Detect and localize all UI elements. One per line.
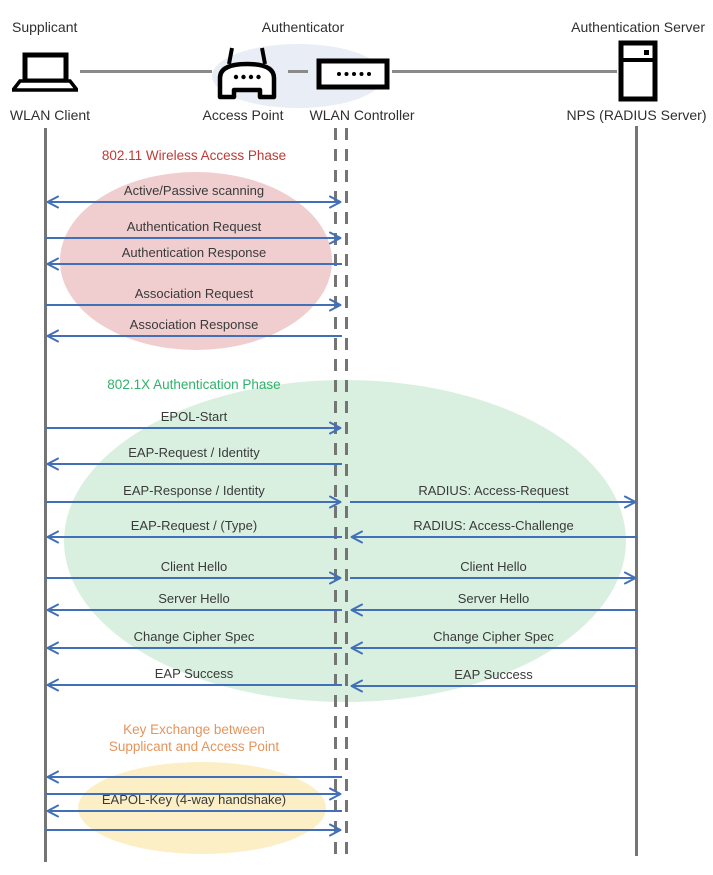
lifeline-wlan-controller xyxy=(345,128,348,856)
message-label: RADIUS: Access-Challenge xyxy=(413,518,574,533)
message-arrow-left xyxy=(46,257,342,271)
message-arrow-left xyxy=(350,679,637,693)
message-arrow-right xyxy=(46,787,342,801)
phase-title-8021x: 802.1X Authentication Phase xyxy=(107,377,281,392)
message-arrow-left xyxy=(46,770,342,784)
message-label: RADIUS: Access-Request xyxy=(418,483,569,498)
message-label: EAP Success xyxy=(454,667,533,682)
node-label-access-point: Access Point xyxy=(202,107,284,123)
message-arrow-left xyxy=(46,530,342,544)
connector-line xyxy=(80,70,212,73)
message-arrow-both xyxy=(46,195,342,209)
message-arrow-right xyxy=(46,823,342,837)
message-label: EAPOL-Key (4-way handshake) xyxy=(101,792,287,807)
message-label: EAP Success xyxy=(154,666,234,681)
node-label-wlan-controller: WLAN Controller xyxy=(309,107,415,123)
message-label: Association Response xyxy=(129,317,259,332)
message-label: EAP-Response / Identity xyxy=(123,483,265,498)
message-label: Active/Passive scanning xyxy=(123,183,265,198)
phase-title-80211: 802.11 Wireless Access Phase xyxy=(101,148,287,163)
message-label: Client Hello xyxy=(160,559,228,574)
server-icon xyxy=(618,40,658,102)
laptop-icon xyxy=(12,52,78,92)
message-arrow-left xyxy=(46,678,342,692)
message-arrow-left xyxy=(46,641,342,655)
role-label-authenticator: Authenticator xyxy=(261,19,345,35)
message-label: Client Hello xyxy=(460,559,527,574)
connector-line xyxy=(392,70,617,73)
message-label: EAP-Request / Identity xyxy=(128,445,260,460)
message-label: EPOL-Start xyxy=(160,409,228,424)
role-label-authentication-server: Authentication Server xyxy=(571,19,705,35)
message-label: Server Hello xyxy=(457,591,530,606)
message-arrow-left xyxy=(350,641,637,655)
node-label-wlan-client: WLAN Client xyxy=(9,107,91,123)
message-label: Change Cipher Spec xyxy=(433,629,554,644)
message-arrow-left xyxy=(46,457,342,471)
phase-title-keyexchange: Key Exchange between Supplicant and Acce… xyxy=(108,722,280,754)
message-arrow-right xyxy=(46,495,342,509)
message-label: EAP-Request / (Type) xyxy=(130,518,258,533)
connector-line xyxy=(288,70,308,73)
message-arrow-right xyxy=(46,231,342,245)
wlan-controller-icon xyxy=(316,58,390,90)
message-arrow-right xyxy=(46,571,342,585)
message-label: Change Cipher Spec xyxy=(133,629,255,644)
lifeline-wlan-client xyxy=(44,128,47,862)
message-arrow-right xyxy=(46,298,342,312)
message-arrow-left xyxy=(46,804,342,818)
message-arrow-right xyxy=(46,421,342,435)
message-arrow-left xyxy=(46,603,342,617)
message-arrow-right xyxy=(350,495,637,509)
lifeline-access-point xyxy=(334,128,337,856)
message-arrow-left xyxy=(46,329,342,343)
message-label: Authentication Response xyxy=(121,245,267,260)
role-label-supplicant: Supplicant xyxy=(12,19,78,35)
message-arrow-left xyxy=(350,603,637,617)
message-arrow-right xyxy=(350,571,637,585)
message-label: Authentication Request xyxy=(126,219,262,234)
lifeline-nps-server xyxy=(635,126,638,856)
message-arrow-left xyxy=(350,530,637,544)
node-label-nps-radius-server: NPS (RADIUS Server) xyxy=(566,107,707,123)
access-point-icon xyxy=(217,47,277,100)
message-label: Association Request xyxy=(134,286,254,301)
message-label: Server Hello xyxy=(158,591,230,606)
